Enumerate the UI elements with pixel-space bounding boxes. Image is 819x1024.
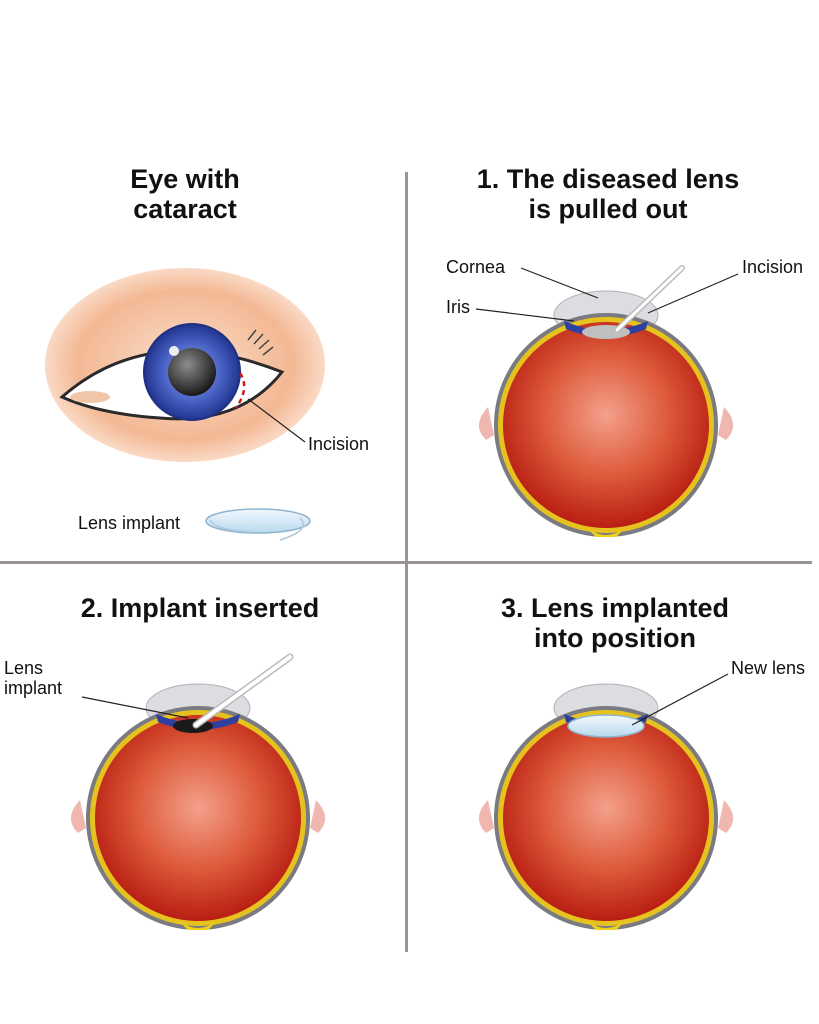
label-lens-implant-0: Lens implant xyxy=(78,513,181,533)
label-incision-1: Incision xyxy=(742,257,804,277)
iris-leader xyxy=(475,308,575,322)
external-eye xyxy=(45,268,325,462)
injector-tool xyxy=(192,653,294,729)
eyeball-1 xyxy=(478,290,734,537)
label-cornea: Cornea xyxy=(446,257,506,277)
incision-leader-0 xyxy=(247,398,306,443)
eyeball-2 xyxy=(70,683,326,930)
eyeball-3 xyxy=(478,683,734,930)
lens-implant-leader xyxy=(81,696,189,719)
new-lens xyxy=(567,714,645,738)
panel-2-title: 2. Implant inserted xyxy=(80,593,320,623)
new-lens-leader xyxy=(631,673,729,726)
tear-duct xyxy=(70,391,110,403)
horizontal-divider xyxy=(0,561,812,564)
incision-mark xyxy=(234,372,246,409)
cornea-leader xyxy=(520,267,599,299)
label-incision-0: Incision xyxy=(308,434,370,454)
pupil xyxy=(168,348,216,396)
lens-implant-illustration xyxy=(205,508,311,541)
incision-leader-1 xyxy=(647,273,739,314)
eyelashes xyxy=(247,329,274,356)
optic-nerve xyxy=(586,527,626,537)
label-new-lens: New lens xyxy=(731,658,806,678)
pupil-highlight xyxy=(169,346,179,356)
label-iris: Iris xyxy=(446,297,470,317)
extraction-tool xyxy=(614,265,685,333)
